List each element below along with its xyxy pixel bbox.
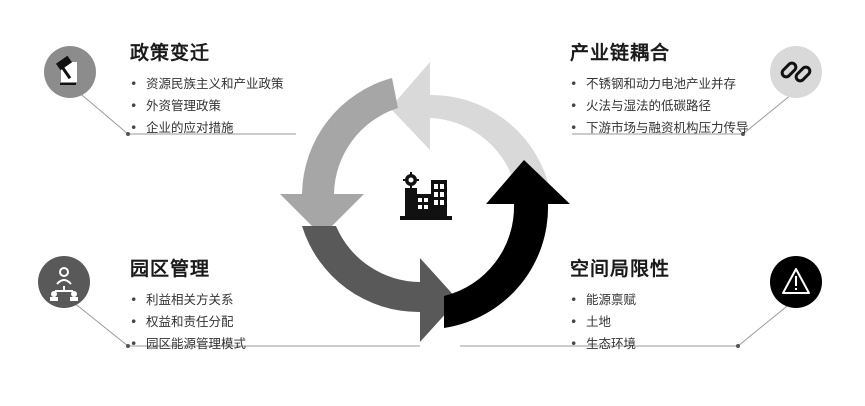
block-park-management: 园区管理 •利益相关方关系 •权益和责任分配 •园区能源管理模式	[130, 257, 246, 355]
list-item: •园区能源管理模式	[130, 336, 247, 351]
list-item: •利益相关方关系	[130, 292, 234, 307]
arrow-bottom-right	[444, 160, 570, 328]
connector-lines	[67, 89, 798, 348]
bullet-list: •不锈钢和动力电池产业并存 •火法与湿法的低碳路径 •下游市场与融资机构压力传导	[570, 73, 749, 139]
list-item: •企业的应对措施	[130, 120, 234, 135]
cycle-arrows	[280, 62, 570, 342]
list-item: •权益和责任分配	[130, 314, 234, 329]
list-item: •生态环境	[570, 336, 637, 351]
bullet-list: •资源民族主义和产业政策 •外资管理政策 •企业的应对措施	[130, 73, 284, 139]
list-item: •资源民族主义和产业政策	[130, 76, 284, 91]
chain-link-icon	[770, 46, 822, 98]
list-item: •不锈钢和动力电池产业并存	[570, 76, 737, 91]
block-spatial-limitation: 空间局限性 •能源禀赋 •土地 •生态环境	[570, 257, 670, 355]
gavel-icon	[44, 46, 96, 98]
arrow-bottom-left	[302, 226, 458, 342]
warning-icon	[770, 256, 822, 308]
bullet-list: •能源禀赋 •土地 •生态环境	[570, 289, 670, 355]
list-item: •土地	[570, 314, 612, 329]
list-item: •外资管理政策	[130, 98, 222, 113]
bullet-list: •利益相关方关系 •权益和责任分配 •园区能源管理模式	[130, 289, 246, 355]
arrow-top-left	[280, 78, 398, 236]
list-item: •火法与湿法的低碳路径	[570, 98, 712, 113]
list-item: •能源禀赋	[570, 292, 637, 307]
block-title: 产业链耦合	[570, 42, 671, 64]
block-industry-chain-coupling: 产业链耦合 •不锈钢和动力电池产业并存 •火法与湿法的低碳路径 •下游市场与融资…	[570, 41, 749, 139]
arrow-top-right	[390, 62, 548, 182]
block-title: 园区管理	[130, 258, 211, 280]
block-title: 政策变迁	[130, 42, 211, 64]
block-policy-change: 政策变迁 •资源民族主义和产业政策 •外资管理政策 •企业的应对措施	[130, 41, 284, 139]
block-title: 空间局限性	[570, 258, 671, 280]
list-item: •下游市场与融资机构压力传导	[570, 120, 749, 135]
factory-icon	[400, 172, 452, 220]
people-network-icon	[38, 256, 90, 308]
